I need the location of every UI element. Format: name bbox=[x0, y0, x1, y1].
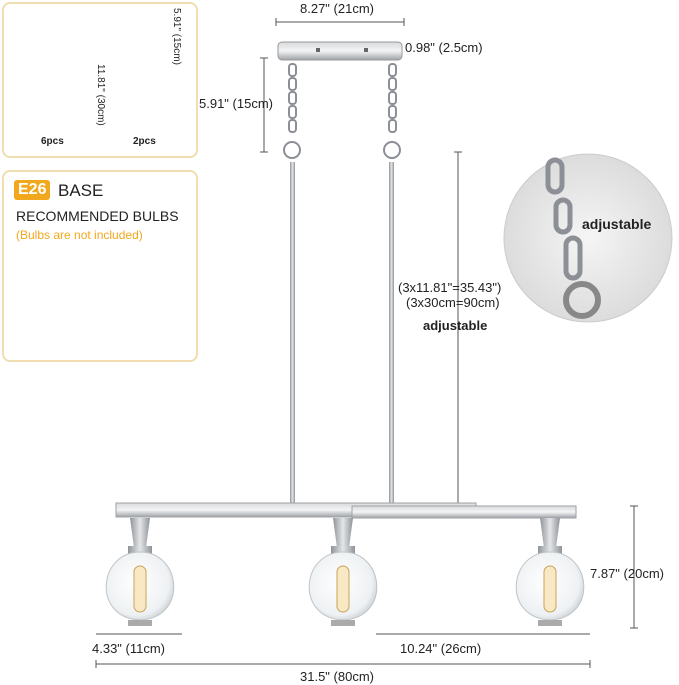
fixture-chains bbox=[283, 63, 401, 159]
recommended-bulbs: RECOMMENDED BULBS bbox=[16, 208, 179, 224]
dimension-lines bbox=[95, 18, 638, 668]
rod-right bbox=[389, 162, 394, 504]
chains-count: 2pcs bbox=[133, 136, 156, 147]
chain-drop: 5.91" (15cm) bbox=[199, 96, 273, 111]
shade-height: 7.87" (20cm) bbox=[590, 566, 664, 581]
shade-left bbox=[105, 518, 175, 626]
shade-right bbox=[515, 518, 585, 626]
rod-length: 11.81" (30cm) bbox=[95, 64, 106, 126]
bulbs-note: (Bulbs are not included) bbox=[16, 228, 143, 242]
shade-width: 4.33" (11cm) bbox=[92, 641, 166, 656]
bar-right bbox=[351, 505, 577, 519]
canopy-height: 0.98" (2.5cm) bbox=[405, 40, 483, 55]
total-length: 31.5" (80cm) bbox=[300, 669, 374, 684]
rod-left bbox=[290, 162, 295, 504]
rod-total-in: (3x11.81"=35.43") bbox=[398, 280, 502, 295]
chain-length: 5.91" (15cm) bbox=[171, 8, 182, 65]
detail-adjustable: adjustable bbox=[582, 216, 652, 232]
detail-circle bbox=[503, 153, 673, 323]
rod-adjustable: adjustable bbox=[423, 318, 488, 333]
shade-spacing: 10.24" (26cm) bbox=[400, 641, 482, 656]
rod-total-cm: (3x30cm=90cm) bbox=[406, 295, 500, 310]
bulbs-panel bbox=[2, 170, 198, 362]
shade-center bbox=[308, 518, 378, 626]
rods-count: 6pcs bbox=[41, 136, 64, 147]
base-badge: E26 bbox=[14, 180, 51, 200]
accessories-panel bbox=[2, 2, 198, 158]
canopy bbox=[277, 41, 403, 61]
canopy-width: 8.27" (21cm) bbox=[300, 1, 374, 16]
base-text: BASE bbox=[58, 181, 104, 200]
